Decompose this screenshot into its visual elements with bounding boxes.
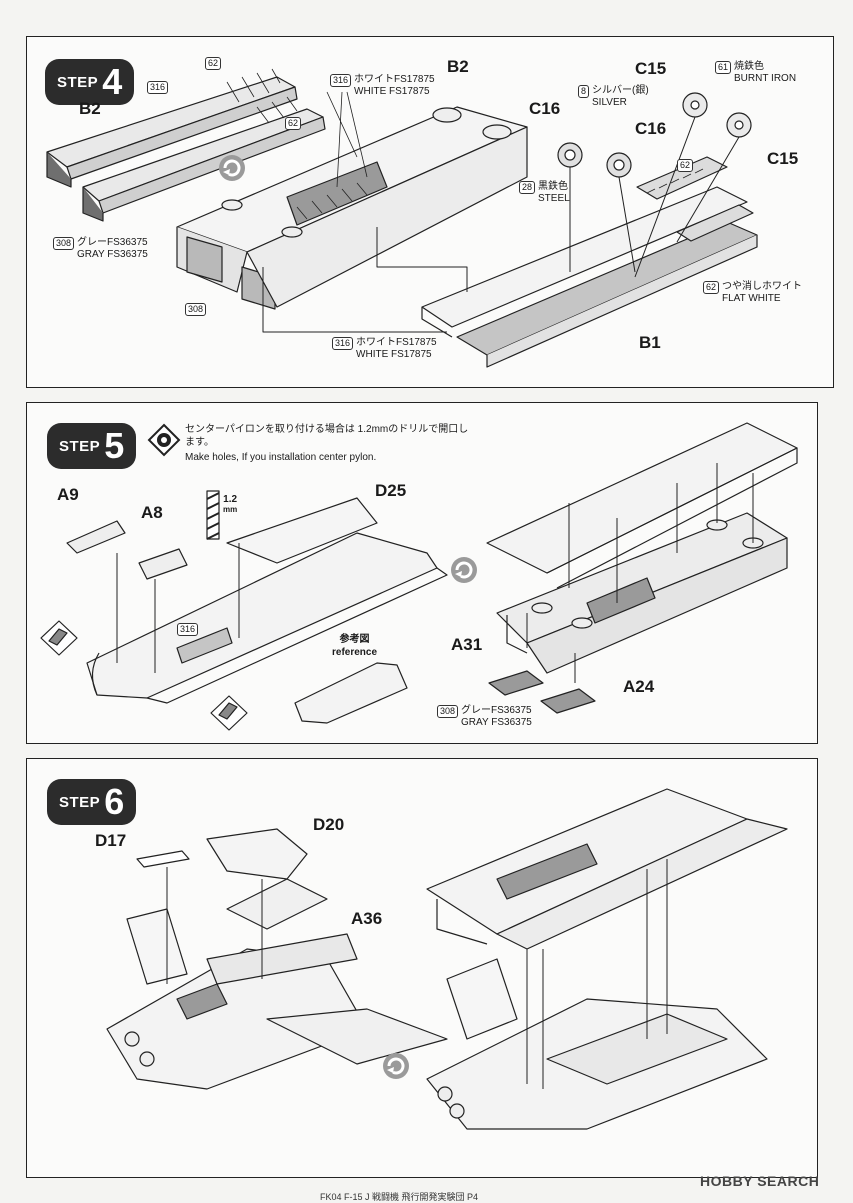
paint-name-en: FLAT WHITE [722,293,781,304]
paint-name-en: BURNT IRON [734,73,797,84]
paint-name-en: SILVER [592,97,627,108]
code-callout-62-a: 62 [205,57,224,70]
part-label-a8: A8 [141,503,163,522]
code-callout-62-c: 62 [677,159,696,172]
reference-ja: 参考図 [339,634,370,645]
part-label-a31: A31 [451,635,483,654]
step-word: STEP [59,437,101,455]
paint-code: 28 [519,181,536,194]
rotate-icon [451,557,477,583]
code-callout-316: 316 [177,623,201,636]
code-callout-316-a: 316 [147,81,171,94]
paint-name-ja: 黒鉄色 [538,181,569,192]
paint-code: 316 [147,81,169,94]
paint-name-ja: つや消しホワイト [722,281,803,292]
paint-code: 62 [205,57,222,70]
paint-name-en: GRAY FS36375 [461,717,532,728]
part-label-d20: D20 [313,815,345,834]
paint-name-ja: ホワイトFS17875 [356,337,437,348]
drill-unit: mm [223,505,238,514]
part-label-b1: B1 [639,333,661,352]
reference-en: reference [332,647,378,658]
paint-name-en: GRAY FS36375 [77,249,148,260]
part-label-d17: D17 [95,831,127,850]
paint-code: 308 [53,237,75,250]
paint-code: 308 [437,705,459,718]
paint-code: 8 [578,85,590,98]
part-label-a9: A9 [57,485,79,504]
step-word: STEP [59,793,101,811]
step-4-badge: STEP 4 [45,59,135,105]
paint-code: 316 [332,337,354,350]
paint-name-ja: ホワイトFS17875 [354,74,435,85]
paint-callout-silver: 8 シルバー(銀)SILVER [578,85,649,109]
step-6-panel: STEP 6 D17 D20 A36 [26,758,818,1178]
part-label-d25: D25 [375,481,407,500]
paint-code: 62 [285,117,302,130]
step-4-panel: STEP 4 B2 B2 C16 C16 C15 C15 B1 316 ホワイト… [26,36,834,388]
step-5-panel: STEP 5 センターパイロンを取り付ける場合は 1.2mmのドリルで開口します… [26,402,818,744]
drill-hole-icon [147,423,181,457]
paint-code: 316 [330,74,352,87]
step-word: STEP [57,73,99,91]
part-label-c16-top: C16 [529,99,561,118]
drill-size-label: 1.2 mm [223,495,237,515]
part-label-a24: A24 [623,677,655,696]
paint-name-ja: グレーFS36375 [77,237,148,248]
step-number: 6 [104,781,125,822]
part-label-c15-top: C15 [635,59,667,78]
paint-code: 61 [715,61,732,74]
paint-code: 62 [677,159,694,172]
part-label-a36: A36 [351,909,383,928]
step-5-badge: STEP 5 [47,423,137,469]
code-callout-62-b: 62 [285,117,304,130]
paint-name-ja: シルバー(銀) [592,85,649,96]
rotate-icon [219,155,245,181]
reference-label: 参考図 reference [332,633,377,659]
rotate-icon [383,1053,409,1079]
part-label-b2-center: B2 [447,57,469,76]
part-label-b2-left: B2 [79,99,101,118]
part-label-c16-second: C16 [635,119,667,138]
step-4-illustration [46,68,758,368]
paint-name-ja: グレーFS36375 [461,705,532,716]
paint-name-en: STEEL [538,193,570,204]
code-callout-308: 308 [185,303,209,316]
step-number: 5 [104,425,125,466]
paint-name-ja: 焼鉄色 [734,61,765,72]
paint-code: 316 [177,623,199,636]
step-5-illustration [40,422,798,731]
step-number: 4 [102,61,123,102]
drill-size: 1.2 [223,494,238,505]
paint-name-en: WHITE FS17875 [354,86,430,97]
page-footer: FK04 F-15 J 戦闘機 飛行開発実験団 P4 [320,1192,479,1202]
watermark: HOBBY SEARCH [700,1173,820,1189]
step-6-illustration [106,788,788,1130]
paint-code: 308 [185,303,207,316]
paint-code: 62 [703,281,720,294]
paint-name-en: WHITE FS17875 [356,349,432,360]
step-6-badge: STEP 6 [47,779,137,825]
drill-note-ja: センターパイロンを取り付ける場合は 1.2mmのドリルで開口します。 [185,424,469,448]
drill-note-en: Make holes, If you installation center p… [185,452,377,463]
part-label-c15-right: C15 [767,149,799,168]
